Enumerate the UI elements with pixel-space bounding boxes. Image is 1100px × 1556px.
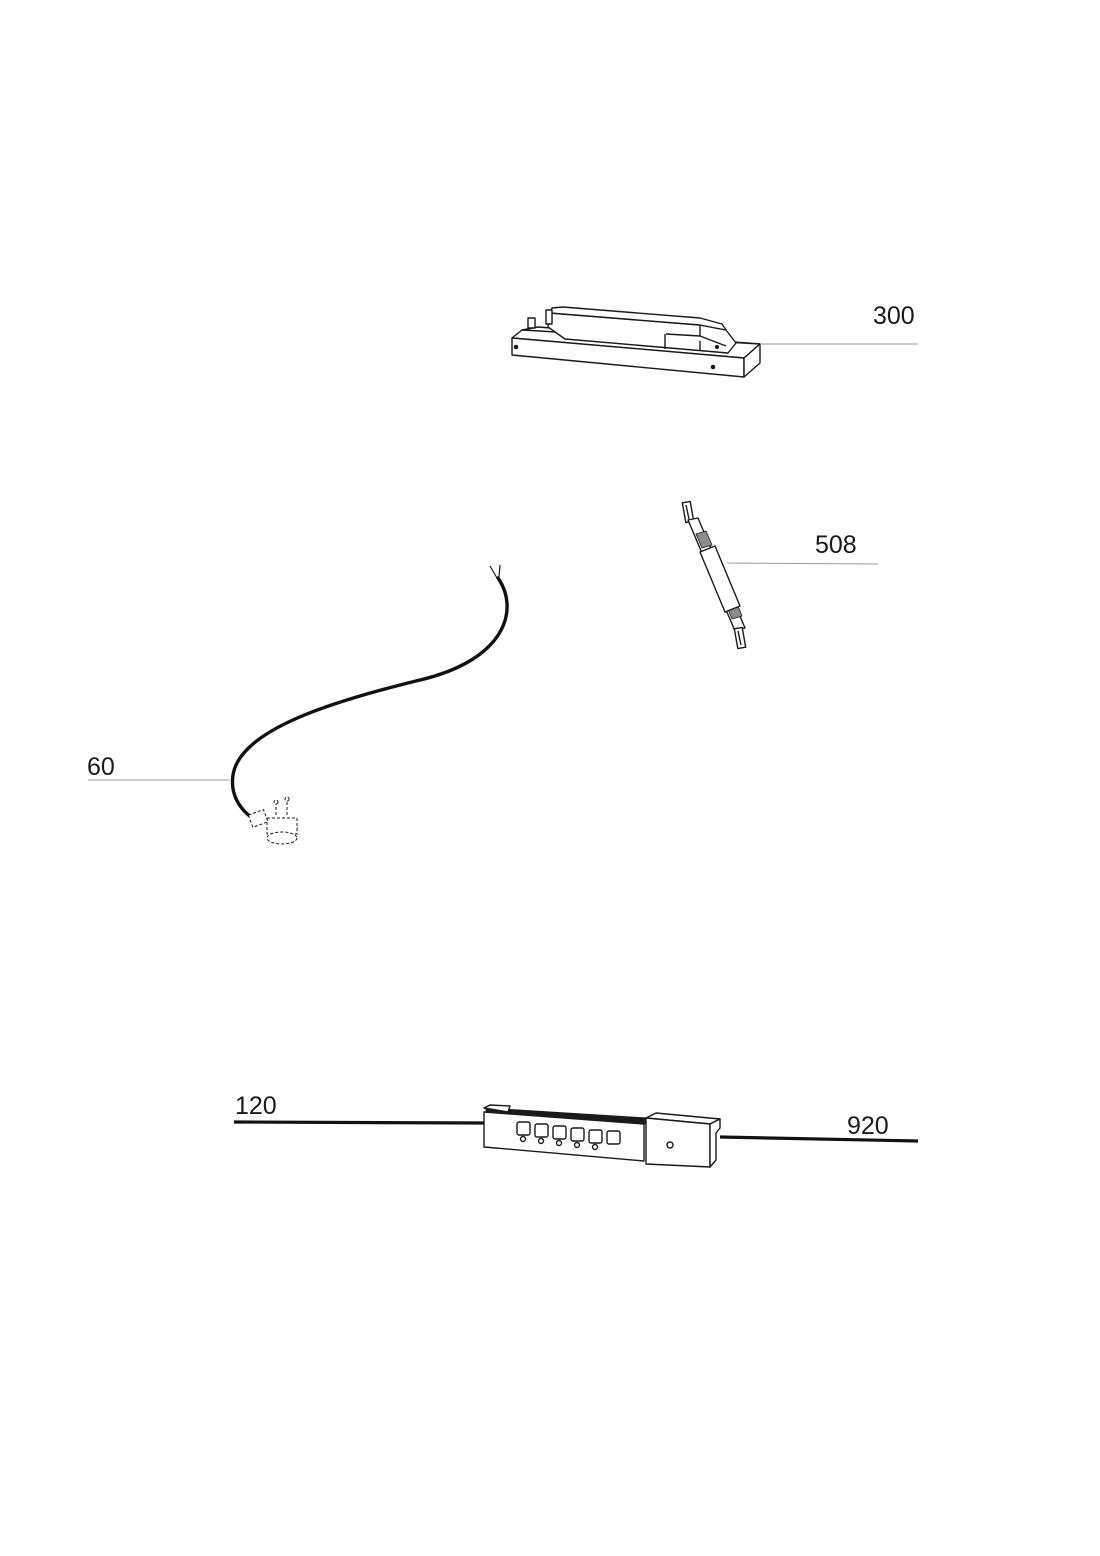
panel-buttons — [516, 1121, 621, 1151]
transformer-part — [511, 306, 761, 378]
flat-cable-callout: 508 — [815, 531, 857, 559]
flat-cable-leader — [726, 562, 879, 565]
cable-right-leader — [719, 1135, 919, 1143]
control-panel-part — [483, 1104, 721, 1168]
cable-right-callout: 920 — [847, 1112, 889, 1140]
power-cord-callout: 60 — [87, 753, 115, 781]
control-panel-callout: 120 — [235, 1092, 277, 1120]
flat-cable-part — [681, 500, 747, 650]
control-panel-leader — [233, 1120, 485, 1125]
plug-icon — [247, 796, 298, 845]
power-cord-part — [230, 564, 509, 845]
transformer-callout: 300 — [873, 302, 915, 330]
